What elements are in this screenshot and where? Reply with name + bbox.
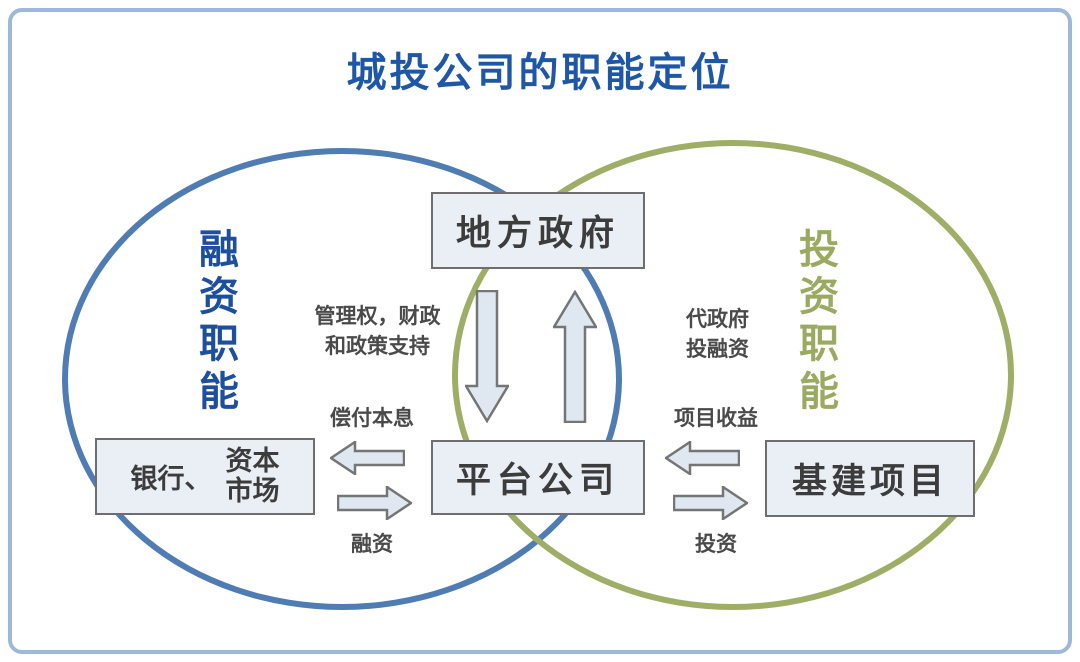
node-infrastructure-label: 基建项目 — [791, 462, 948, 501]
node-bank-label-part1: 银行、 — [130, 464, 212, 494]
investing-circle — [452, 140, 1014, 610]
arrow-left-repay-icon — [330, 441, 405, 475]
label-admin-support-line1: 管理权，财政 — [314, 305, 441, 328]
investing-function-label: 投资职能 — [799, 227, 839, 414]
label-investment: 投资 — [695, 533, 737, 556]
node-bank-label-capital: 资本 — [225, 445, 280, 476]
label-project-income: 项目收益 — [674, 407, 758, 430]
outer-frame — [8, 8, 1072, 654]
arrow-right-investment-icon — [673, 486, 748, 520]
label-financing: 融资 — [351, 533, 393, 556]
label-repay-principal-interest: 偿付本息 — [330, 407, 414, 430]
label-invest-on-behalf-line1: 代政府 — [686, 308, 749, 331]
label-admin-support-line2: 和政策支持 — [325, 335, 430, 359]
node-bank-label-market: 市场 — [225, 475, 280, 506]
node-platform-company-label: 平台公司 — [455, 461, 620, 500]
node-local-government-label: 地方政府 — [455, 214, 620, 253]
label-admin-support: 管理权，财政 和政策支持 — [290, 302, 465, 363]
arrow-left-income-icon — [665, 441, 740, 475]
node-infrastructure-project: 基建项目 — [765, 440, 975, 517]
arrow-up-icon — [553, 290, 597, 423]
node-bank-label-part2: 资本 市场 — [225, 445, 280, 506]
financing-function-label: 融资职能 — [199, 227, 239, 414]
arrow-down-icon — [465, 290, 509, 423]
node-bank-capital-market: 银行、 资本 市场 — [95, 438, 315, 515]
label-invest-on-behalf-line2: 投融资 — [686, 338, 749, 362]
arrow-right-financing-icon — [337, 486, 412, 520]
node-local-government: 地方政府 — [431, 192, 645, 269]
label-invest-on-behalf: 代政府 投融资 — [660, 305, 775, 366]
diagram-title: 城投公司的职能定位 — [346, 51, 734, 95]
node-platform-company: 平台公司 — [431, 440, 645, 515]
